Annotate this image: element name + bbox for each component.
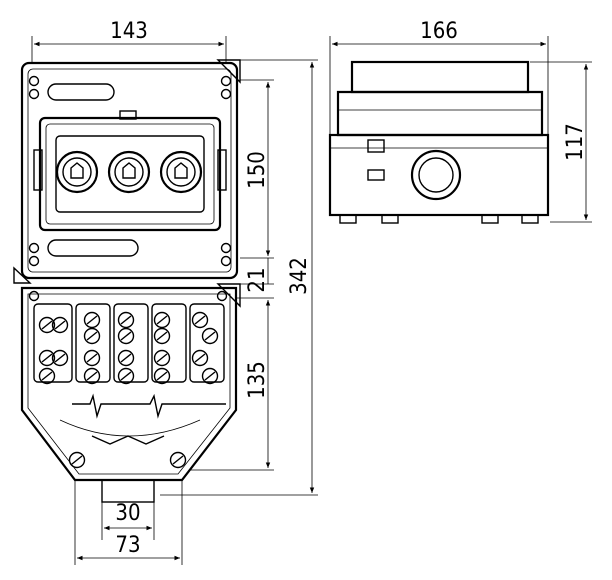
dim-hinge-gap: 21: [245, 267, 270, 292]
dim-bottom-width: 73: [115, 533, 140, 558]
side-view: [328, 60, 550, 224]
cover-terminal-knockouts: [55, 150, 203, 194]
cover-slot-bottom: [47, 239, 139, 257]
front-view-cover: [13, 59, 241, 284]
dim-side-height: 117: [563, 123, 588, 161]
dim-side-width: 166: [420, 19, 458, 44]
dimension-lines: [31, 36, 592, 565]
dim-cover-height: 150: [245, 151, 270, 189]
cable-gland: [101, 479, 155, 503]
terminal-block: [33, 303, 225, 385]
corner-bracket-bl: [13, 266, 32, 284]
dim-base-height: 135: [245, 361, 270, 399]
cover-slot-top: [47, 83, 115, 101]
dim-gland-width: 30: [115, 501, 140, 526]
cover-window: [38, 116, 222, 232]
dim-total-height: 342: [287, 257, 312, 295]
dim-front-width: 143: [110, 19, 148, 44]
front-view-base: [20, 283, 241, 503]
corner-bracket-base: [216, 283, 241, 308]
corner-bracket-tr: [216, 59, 241, 84]
side-gland-knockout: [410, 149, 462, 201]
